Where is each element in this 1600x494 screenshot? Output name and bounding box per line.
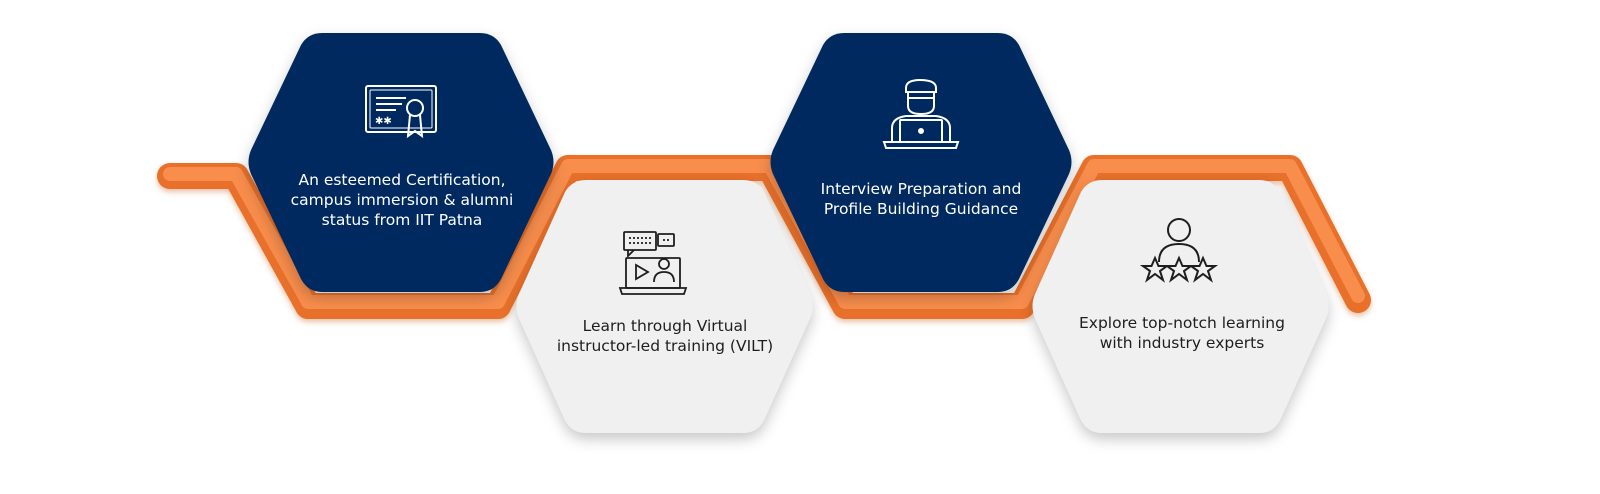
interview-laptop-icon <box>882 78 960 149</box>
orange-ribbon-highlight <box>163 159 1365 309</box>
certificate-icon: ✱✱ <box>365 85 437 139</box>
hexagon-1 <box>248 33 554 292</box>
hexagon-2 <box>516 180 813 433</box>
hexagon-3 <box>770 33 1072 292</box>
step-1-text: An esteemed Certification, campus immers… <box>290 171 514 229</box>
step-2-text: Learn through Virtual instructor-led tra… <box>556 317 774 355</box>
virtual-training-icon <box>618 231 688 295</box>
svg-text:✱✱: ✱✱ <box>375 116 392 127</box>
step-4-text: Explore top-notch learning with industry… <box>1079 314 1285 352</box>
step-3-text: Interview Preparation and Profile Buildi… <box>820 180 1022 218</box>
hexagon-4 <box>1032 180 1329 433</box>
expert-rating-icon <box>1139 218 1219 283</box>
